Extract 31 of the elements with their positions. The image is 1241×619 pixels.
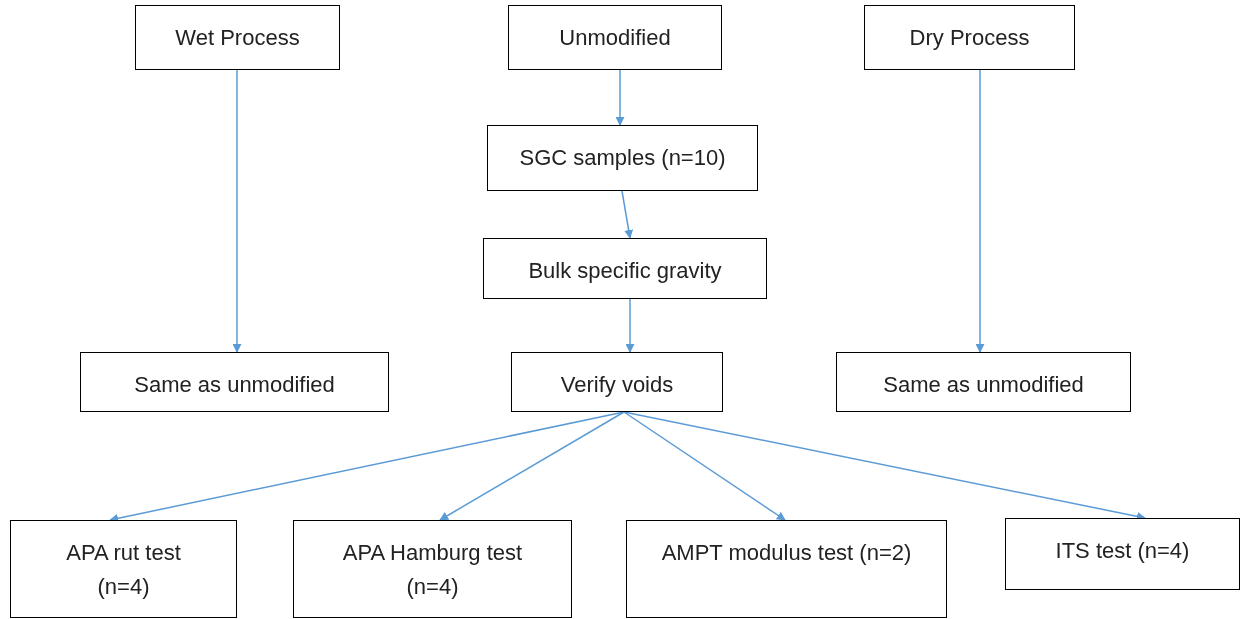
arrow	[439, 411, 625, 521]
arrow	[975, 69, 985, 353]
process-box	[487, 125, 758, 191]
arrow	[232, 69, 242, 353]
process-box	[864, 5, 1075, 70]
arrow	[615, 69, 625, 126]
box-label: Verify voids	[560, 371, 674, 399]
arrow	[625, 298, 635, 353]
box-label: AMPT modulus test (n=2)	[661, 539, 912, 567]
box-label: Unmodified	[559, 24, 671, 52]
process-box	[1005, 518, 1240, 590]
process-box	[135, 5, 340, 70]
box-label: Dry Process	[909, 24, 1030, 52]
arrow	[621, 190, 634, 239]
process-box	[511, 352, 723, 412]
process-box	[626, 520, 947, 618]
box-label: Bulk specific gravity	[528, 257, 722, 285]
box-label: ITS test (n=4)	[1055, 537, 1190, 565]
process-box	[293, 520, 572, 618]
box-label: SGC samples (n=10)	[519, 144, 726, 172]
process-box	[508, 5, 722, 70]
box-label: Same as unmodified	[883, 371, 1084, 399]
process-box	[10, 520, 237, 618]
box-label: APA Hamburg test (n=4)	[341, 539, 524, 601]
box-label: Same as unmodified	[134, 371, 335, 399]
process-box	[483, 238, 767, 299]
box-label: Wet Process	[175, 24, 300, 52]
process-box	[80, 352, 389, 412]
arrow	[623, 411, 786, 521]
process-box	[836, 352, 1131, 412]
box-label: APA rut test (n=4)	[65, 539, 182, 601]
